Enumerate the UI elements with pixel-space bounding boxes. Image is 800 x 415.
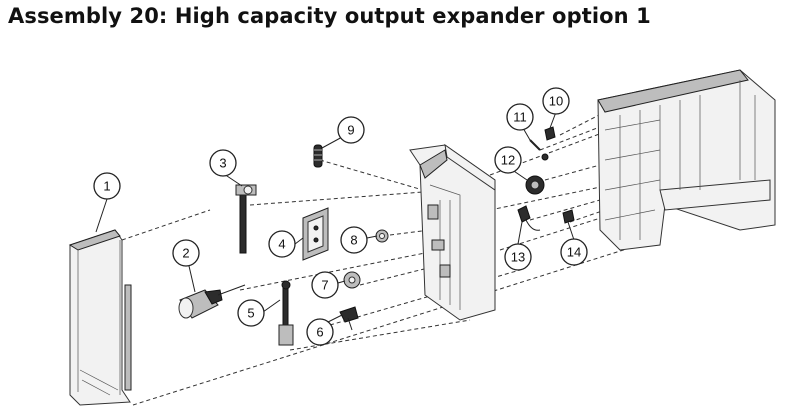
part-10-clip	[544, 126, 556, 141]
svg-text:7: 7	[321, 278, 328, 293]
svg-text:1: 1	[103, 179, 110, 194]
svg-text:9: 9	[347, 123, 354, 138]
part-1-cover-panel	[68, 229, 132, 406]
callout-3: 3	[209, 149, 237, 177]
svg-text:6: 6	[316, 325, 323, 340]
callout-1: 1	[93, 172, 121, 200]
svg-text:3: 3	[219, 156, 226, 171]
part-12-gear	[525, 175, 545, 195]
part-4-bracket	[302, 207, 329, 261]
page-title: Assembly 20: High capacity output expand…	[8, 4, 651, 28]
callout-11: 11	[506, 103, 534, 131]
callout-9: 9	[337, 116, 365, 144]
part-2-motor	[178, 284, 246, 319]
callout-2: 2	[172, 239, 200, 267]
callout-14: 14	[560, 238, 588, 266]
svg-text:14: 14	[567, 245, 581, 260]
part-14-sensor	[562, 209, 575, 224]
part-11-pin	[529, 139, 549, 161]
svg-text:4: 4	[278, 237, 285, 252]
callout-5: 5	[237, 299, 265, 327]
callout-10: 10	[542, 87, 570, 115]
part-3-shaft	[235, 184, 257, 254]
callout-7: 7	[311, 271, 339, 299]
svg-text:12: 12	[501, 153, 515, 168]
callout-4: 4	[268, 230, 296, 258]
svg-text:8: 8	[350, 233, 357, 248]
part-13-sensor-cable	[517, 205, 541, 231]
assembly-guide-lines	[121, 111, 656, 406]
callout-12: 12	[494, 146, 522, 174]
callout-8: 8	[340, 226, 368, 254]
callout-13: 13	[504, 243, 532, 271]
part-6-lever	[339, 306, 359, 331]
svg-text:10: 10	[549, 94, 563, 109]
svg-text:11: 11	[513, 110, 527, 125]
part-8-roller	[375, 229, 389, 243]
svg-text:5: 5	[247, 306, 254, 321]
callout-6: 6	[306, 318, 334, 346]
part-9-spring	[313, 144, 323, 168]
svg-text:13: 13	[511, 250, 525, 265]
part-5-gear-shaft	[278, 280, 294, 346]
svg-text:2: 2	[182, 246, 189, 261]
part-7-gear	[343, 271, 361, 289]
center-frame	[409, 143, 496, 321]
expander-main-unit	[597, 69, 776, 251]
